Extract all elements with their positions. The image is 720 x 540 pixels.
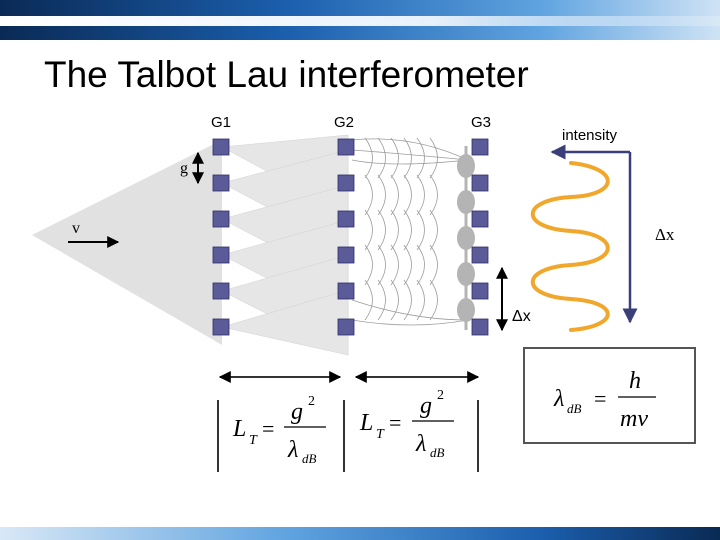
formula-2-eq: =: [389, 410, 401, 435]
formula-1-lhs-sub: T: [249, 433, 258, 448]
grating-g1: [212, 138, 230, 336]
intensity-label: intensity: [562, 127, 618, 144]
formula-1-num-sup: 2: [308, 394, 315, 409]
formula-2-lhs-sub: T: [376, 427, 385, 442]
velocity-label: v: [72, 220, 80, 237]
talbot-formula-1: L T = g 2 λ dB: [232, 394, 326, 466]
debroglie-den: mv: [620, 406, 648, 432]
formula-2-num-sup: 2: [437, 388, 444, 403]
formula-2-den: λ: [415, 431, 426, 457]
header-band: [0, 0, 720, 40]
formula-2-num: g: [420, 393, 432, 419]
formula-1-den: λ: [287, 437, 298, 463]
fringe-pattern: [457, 154, 475, 322]
grating-g3: [471, 138, 489, 336]
intensity-wave: [530, 161, 610, 332]
debroglie-box: [523, 347, 696, 444]
slide-title: The Talbot Lau interferometer: [44, 54, 529, 95]
shift-label-center: Δx: [512, 308, 531, 325]
shift-label-right: Δx: [655, 225, 675, 244]
talbot-formula-2: L T = g 2 λ dB: [359, 388, 454, 460]
interference-arcs: [351, 137, 469, 326]
grating-label-g2: G2: [334, 114, 354, 131]
debroglie-lhs-sub: dB: [567, 401, 582, 416]
grating-label-g1: G1: [211, 114, 231, 131]
source-cone: [32, 140, 222, 345]
formula-1-num: g: [291, 399, 303, 425]
grating-g2: [337, 138, 355, 336]
debroglie-lhs: λ: [553, 386, 564, 412]
period-label: g: [180, 160, 188, 177]
grating-label-g3: G3: [471, 114, 491, 131]
diffraction-fans: [221, 134, 349, 356]
debroglie-num: h: [629, 368, 641, 394]
footer-band: [0, 527, 720, 540]
formula-1-lhs: L: [232, 416, 246, 442]
formula-2-den-sub: dB: [430, 445, 445, 460]
formula-1-den-sub: dB: [302, 451, 317, 466]
formula-2-lhs: L: [359, 410, 373, 436]
debroglie-formula: λ dB = h mv: [553, 368, 656, 432]
formula-1-eq: =: [262, 416, 274, 441]
header-stripe: [0, 16, 720, 26]
debroglie-eq: =: [594, 386, 606, 411]
